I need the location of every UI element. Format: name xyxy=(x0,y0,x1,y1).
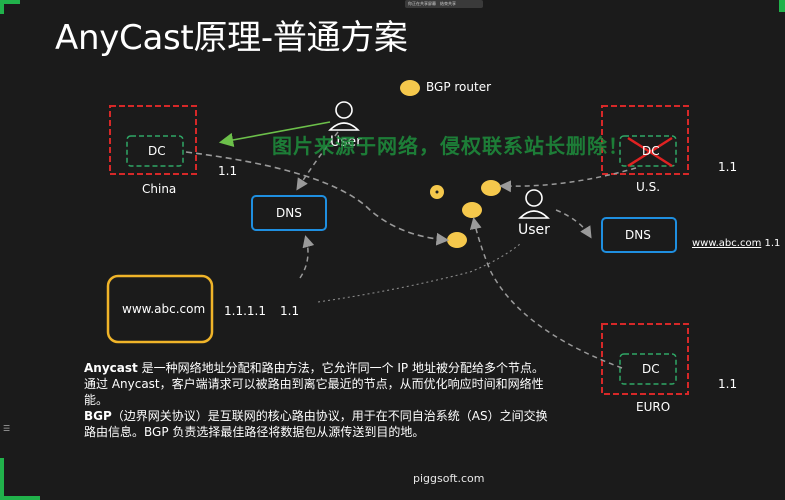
accent-bar-right-top xyxy=(779,0,785,12)
side-menu-icon[interactable]: ☰ xyxy=(3,424,11,433)
dc-us-to-router-arrow xyxy=(499,167,637,193)
dns-right-label: DNS xyxy=(625,228,651,242)
bgp-paragraph: BGP（边界网关协议）是互联网的核心路由协议，用于在不同自治系统（AS）之间交换… xyxy=(84,408,554,440)
stop-share-button[interactable]: 结束共享 xyxy=(440,1,456,6)
bgp-term: BGP xyxy=(84,409,112,423)
user-right-label: User xyxy=(518,222,550,238)
share-status-text: 你正在共享屏幕 xyxy=(408,1,436,6)
dc-china-inner-box xyxy=(126,135,184,167)
dns-right-box xyxy=(601,217,677,253)
dns-right-domain-ip: 1.1 xyxy=(764,238,781,249)
domain-ip-1: 1.1.1.1 xyxy=(224,304,266,318)
domain-box-outline xyxy=(106,274,214,344)
dc-euro-outer-box xyxy=(601,323,689,395)
legend-router-icon xyxy=(400,80,420,96)
anycast-term: Anycast xyxy=(84,361,138,375)
dc-us-inner-box xyxy=(619,135,677,167)
dc-us-label: DC xyxy=(642,144,660,158)
dc-china-label: DC xyxy=(148,144,166,158)
domain-box-label: www.abc.com xyxy=(122,302,206,316)
accent-bar-left-bottom xyxy=(0,458,4,500)
accent-bar-left-top xyxy=(0,0,4,14)
user-right-icon xyxy=(518,189,550,219)
bgp-text: （边界网关协议）是互联网的核心路由协议，用于在不同自治系统（AS）之间交换路由信… xyxy=(84,409,548,439)
dc-china-ip: 1.1 xyxy=(218,164,238,178)
dns-right-domain: www.abc.com 1.1 xyxy=(692,238,780,249)
user-to-dc-china-arrow xyxy=(218,121,331,148)
screen-share-bar[interactable]: 你正在共享屏幕 结束共享 xyxy=(405,0,483,8)
dc-china-outer-box xyxy=(109,105,197,175)
dns-left-label: DNS xyxy=(276,206,302,220)
dc-us-cross-icon xyxy=(627,136,673,168)
bgp-router-1-dot xyxy=(435,190,439,194)
accent-bar-bottom-left xyxy=(0,496,40,500)
accent-bar-top-left xyxy=(0,0,20,4)
dc-euro-ip: 1.1 xyxy=(718,377,738,391)
legend-label: BGP router xyxy=(426,80,492,94)
dc-us-region: U.S. xyxy=(636,180,661,194)
user-top-icon xyxy=(328,101,360,131)
user-top-label: User xyxy=(330,134,362,150)
footer-site: piggsoft.com xyxy=(413,472,485,485)
bgp-router-2 xyxy=(481,180,501,196)
dc-euro-region: EURO xyxy=(636,400,671,414)
dc-us-outer-box xyxy=(601,105,689,175)
dns-left-to-domain-arrow xyxy=(299,235,315,279)
bgp-router-4 xyxy=(447,232,467,248)
dns-left-box xyxy=(251,195,327,231)
dc-euro-label: DC xyxy=(642,362,660,376)
anycast-paragraph: Anycast 是一种网络地址分配和路由方法，它允许同一个 IP 地址被分配给多… xyxy=(84,360,554,408)
anycast-text: 是一种网络地址分配和路由方法，它允许同一个 IP 地址被分配给多个节点。通过 A… xyxy=(84,361,544,407)
dc-us-ip: 1.1 xyxy=(718,160,738,174)
description-block: Anycast 是一种网络地址分配和路由方法，它允许同一个 IP 地址被分配给多… xyxy=(84,360,554,440)
dc-euro-to-router-arrow xyxy=(469,217,623,369)
domain-to-router-arrow xyxy=(317,243,521,303)
slide-title: AnyCast原理-普通方案 xyxy=(55,18,408,58)
dc-euro-inner-box xyxy=(619,353,677,385)
watermark-text: 图片来源于网络，侵权联系站长删除！ xyxy=(272,134,629,158)
user-right-to-dns-right-arrow xyxy=(555,209,592,239)
bgp-router-3 xyxy=(462,202,482,218)
dc-china-to-router-arrow xyxy=(185,151,450,246)
dc-china-region: China xyxy=(142,182,177,196)
domain-ip-2: 1.1 xyxy=(280,304,300,318)
dns-right-domain-link[interactable]: www.abc.com xyxy=(692,238,762,249)
